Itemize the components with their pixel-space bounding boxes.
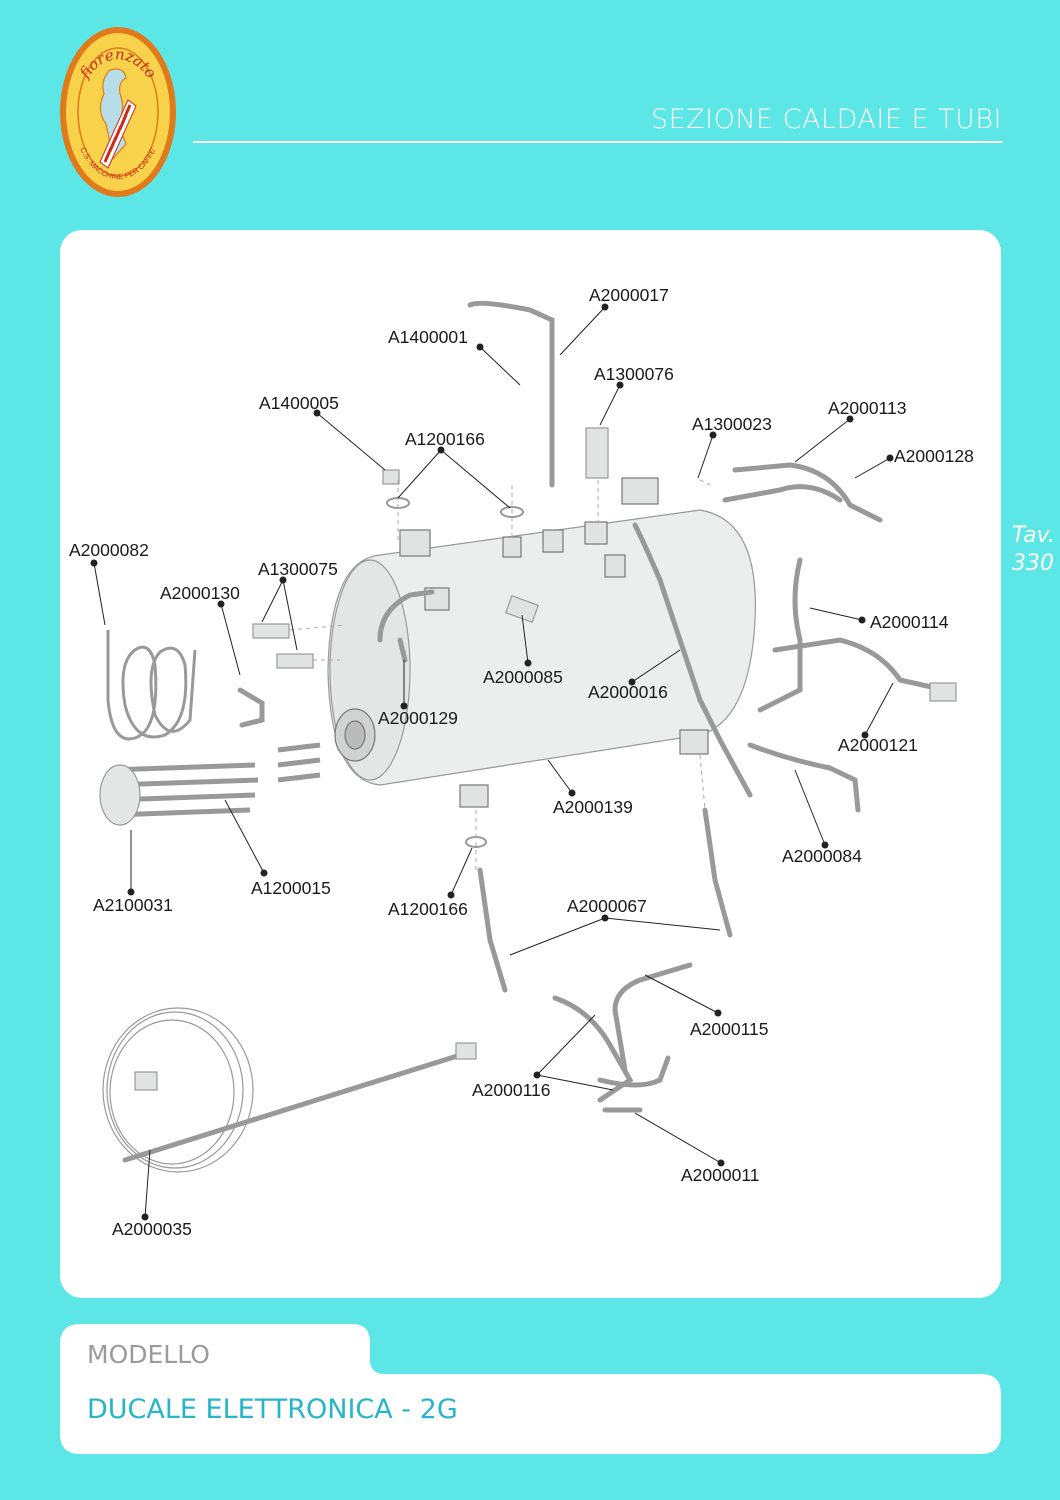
table-label: Tav. (1012, 523, 1055, 548)
part-labels: A2000017 A1400001 A1300076 A1400005 A120… (69, 285, 974, 1239)
part-label-a2000129: A2000129 (378, 708, 458, 728)
part-label-a2000011: A2000011 (681, 1165, 760, 1185)
table-reference: Tav. 330 (1012, 522, 1055, 578)
part-label-a2000113: A2000113 (828, 398, 907, 418)
part-label-a1200015: A1200015 (251, 878, 331, 898)
part-label-a2000035: A2000035 (112, 1219, 192, 1239)
part-label-a1400005: A1400005 (259, 393, 339, 413)
tubes-drawing (122, 300, 948, 1163)
part-label-a1300075: A1300075 (258, 559, 338, 579)
part-label-a1300023: A1300023 (692, 414, 772, 434)
part-label-a2000067: A2000067 (567, 896, 647, 916)
part-label-a1400001: A1400001 (388, 327, 468, 347)
model-label: MODELLO (87, 1340, 210, 1369)
part-label-a2000116: A2000116 (472, 1080, 551, 1100)
part-label-a2000016: A2000016 (588, 682, 668, 702)
leader-lines (90, 303, 894, 1221)
fiorenzato-logo: fiorenzato C.S. MACCHINE PER CAFFE' (60, 27, 176, 197)
part-label-a2000130: A2000130 (160, 583, 240, 603)
exploded-parts-diagram: A2000017 A1400001 A1300076 A1400005 A120… (69, 285, 974, 1239)
title-divider (193, 141, 1003, 143)
part-label-a2100031: A2100031 (93, 895, 173, 915)
boiler-drawing (327, 477, 756, 808)
part-label-a2000128: A2000128 (894, 446, 974, 466)
section-title: SEZIONE CALDAIE E TUBI (650, 104, 1002, 135)
part-label-a2000082: A2000082 (69, 540, 149, 560)
part-label-a2000121: A2000121 (838, 735, 918, 755)
table-number: 330 (1012, 551, 1054, 576)
part-label-a2000139: A2000139 (553, 797, 633, 817)
part-label-a2000115: A2000115 (690, 1019, 769, 1039)
part-label-a2000017: A2000017 (589, 285, 669, 305)
part-label-a2000084: A2000084 (782, 846, 862, 866)
model-name: DUCALE ELETTRONICA - 2G (87, 1394, 458, 1425)
model-box (60, 1324, 1001, 1454)
part-label-a2000114: A2000114 (870, 612, 949, 632)
part-label-a1300076: A1300076 (594, 364, 674, 384)
part-label-a1200166-top: A1200166 (405, 429, 485, 449)
part-label-a2000085: A2000085 (483, 667, 563, 687)
part-label-a1200166-bottom: A1200166 (388, 899, 468, 919)
